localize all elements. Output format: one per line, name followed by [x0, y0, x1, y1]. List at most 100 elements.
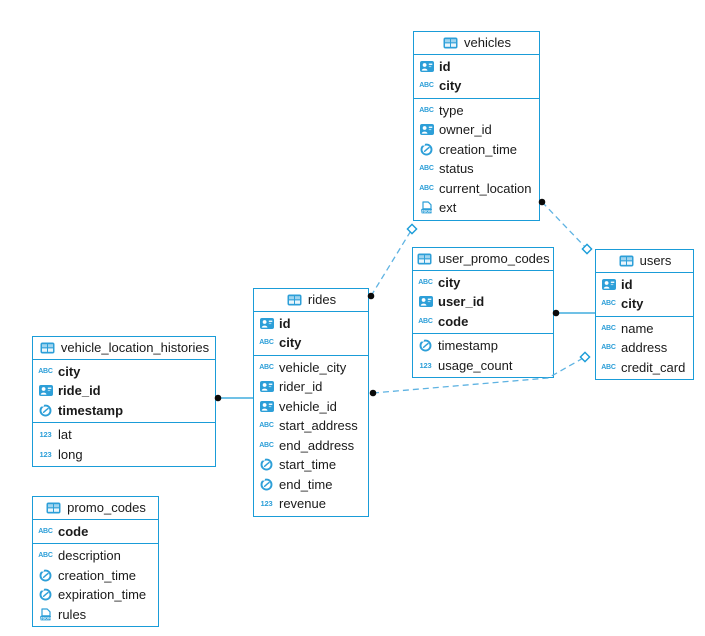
column-row[interactable]: user_id [413, 292, 553, 312]
text-icon: ABC [418, 317, 433, 325]
column-name: city [621, 296, 644, 312]
column-row[interactable]: id [596, 275, 693, 295]
table-title: vehicles [464, 35, 511, 51]
text-icon: ABC [601, 363, 616, 371]
column-row[interactable]: expiration_time [33, 585, 158, 605]
column-name: timestamp [438, 338, 498, 354]
table-icon [618, 255, 635, 267]
column-row[interactable]: ride_id [33, 381, 215, 401]
id-icon [418, 124, 435, 136]
table-icon [442, 37, 459, 49]
text-icon: ABC [259, 422, 274, 430]
column-row[interactable]: id [414, 57, 539, 77]
column-row[interactable]: end_time [254, 475, 368, 495]
column-name: current_location [439, 180, 532, 196]
table-header[interactable]: users [596, 250, 693, 273]
column-name: rules [58, 606, 87, 622]
column-name: description [58, 548, 121, 564]
column-row[interactable]: creation_time [33, 566, 158, 586]
svg-text:JSON: JSON [421, 209, 432, 214]
text-icon: ABC [259, 339, 274, 347]
table-icon [45, 502, 62, 514]
column-name: expiration_time [58, 587, 147, 603]
relationship-vehicle_location_histories-rides[interactable] [214, 394, 253, 402]
column-name: creation_time [58, 567, 137, 583]
id-icon [600, 278, 617, 290]
table-header[interactable]: vehicle_location_histories [33, 337, 215, 360]
column-name: id [279, 315, 291, 331]
column-name: long [58, 446, 83, 462]
table-header[interactable]: promo_codes [33, 497, 158, 520]
number-icon: 123 [39, 449, 52, 459]
column-name: id [439, 58, 451, 74]
column-name: city [439, 78, 462, 94]
column-row[interactable]: 123 long [33, 445, 215, 465]
table-header[interactable]: rides [254, 289, 368, 312]
column-name: vehicle_id [279, 398, 337, 414]
column-name: ride_id [58, 383, 101, 399]
column-row[interactable]: id [254, 314, 368, 334]
number-icon: 123 [39, 430, 52, 440]
table-header[interactable]: vehicles [414, 32, 539, 55]
column-row[interactable]: timestamp [33, 401, 215, 421]
relationship-user_promo_codes-users[interactable] [552, 309, 595, 317]
relationship-line [541, 201, 588, 250]
relationship-vehicles-users[interactable] [538, 198, 593, 255]
text-icon: ABC [259, 441, 274, 449]
column-row[interactable]: creation_time [414, 140, 539, 160]
diamond-endpoint-vehicles [406, 223, 418, 235]
column-name: owner_id [439, 122, 492, 138]
column-row[interactable]: timestamp [413, 336, 553, 356]
text-icon: ABC [419, 106, 434, 114]
number-icon: 123 [260, 499, 273, 509]
json-icon: JSON [37, 608, 54, 621]
text-icon: ABC [259, 363, 274, 371]
time-icon [37, 569, 54, 582]
relationship-rides-vehicles[interactable] [367, 223, 418, 300]
table-header[interactable]: user_promo_codes [413, 248, 553, 271]
column-row[interactable]: JSON rules [33, 605, 158, 625]
text-icon: ABC [419, 82, 434, 90]
column-row[interactable]: vehicle_id [254, 397, 368, 417]
column-row[interactable]: rider_id [254, 377, 368, 397]
column-row[interactable]: start_time [254, 455, 368, 475]
column-row[interactable]: owner_id [414, 120, 539, 140]
text-icon: ABC [419, 165, 434, 173]
text-icon: ABC [38, 527, 53, 535]
relationship-line [370, 228, 413, 297]
id-icon [258, 400, 275, 412]
column-row[interactable]: ABC city [414, 76, 539, 96]
text-icon: ABC [38, 367, 53, 375]
column-name: address [621, 340, 668, 356]
